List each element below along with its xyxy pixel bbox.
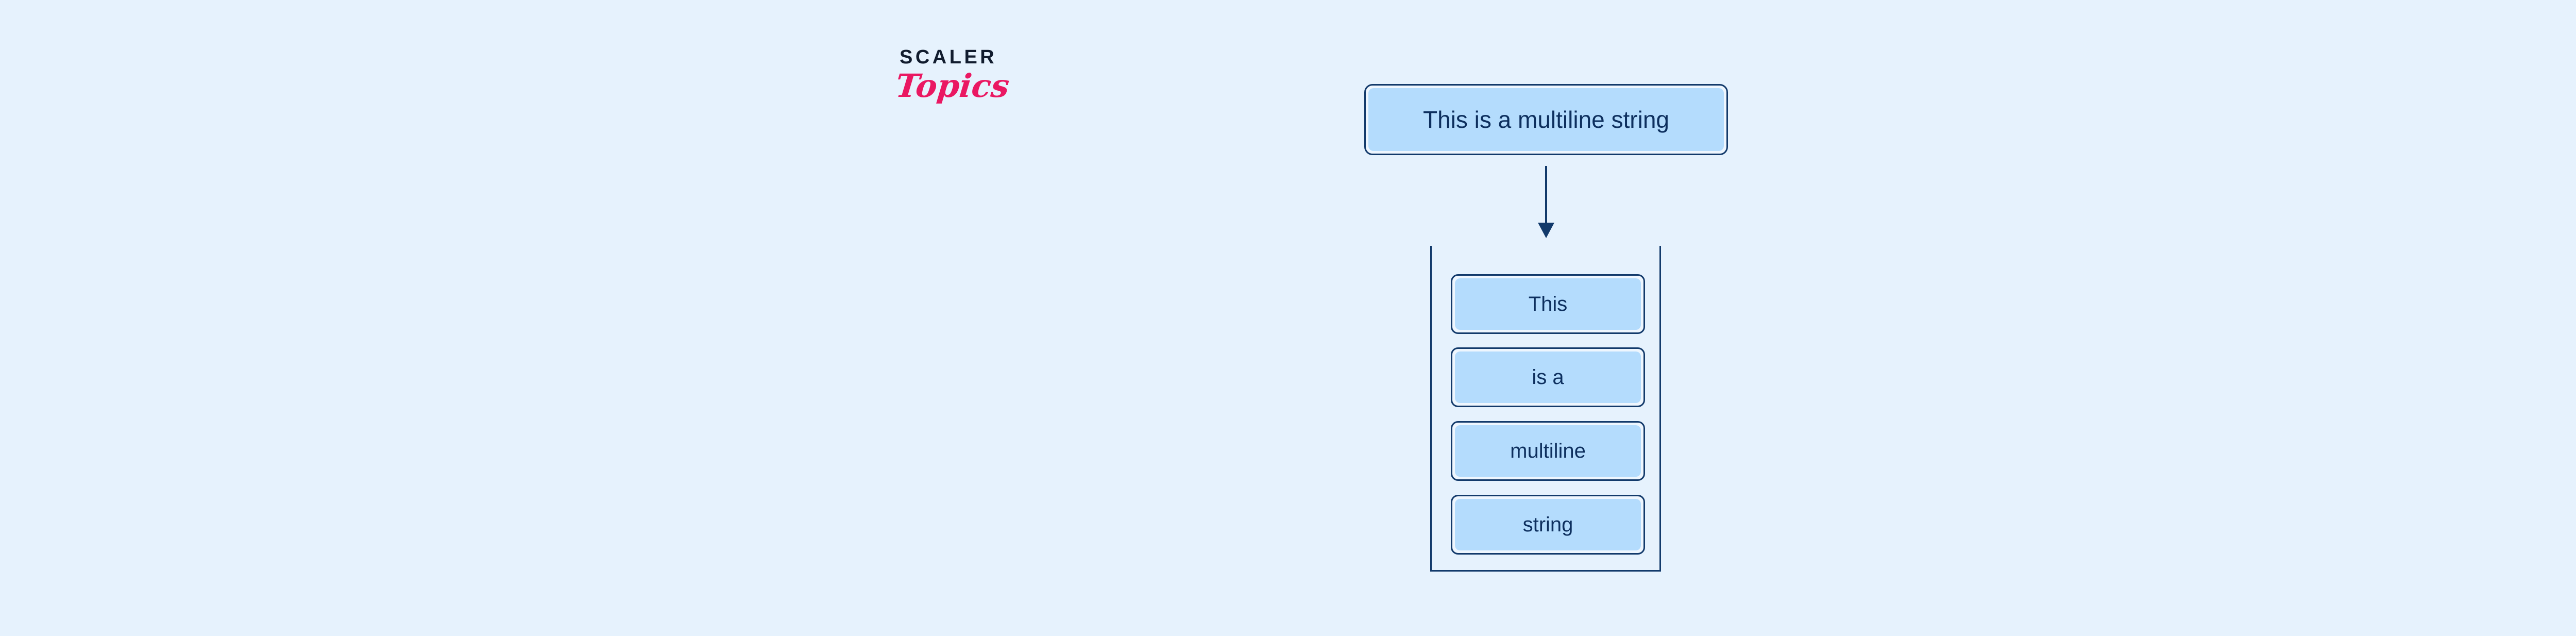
source-string-label: This is a multiline string [1422, 106, 1670, 133]
list-item: This [1451, 274, 1645, 334]
list-item-fill: is a [1455, 352, 1641, 403]
source-string-box: This is a multiline string [1364, 84, 1728, 155]
list-item-fill: string [1455, 499, 1641, 550]
down-arrow-icon [1538, 166, 1554, 238]
list-item-fill: This [1455, 278, 1641, 330]
result-list-container: This is a multiline string [1430, 246, 1661, 572]
list-item-label: is a [1532, 365, 1564, 389]
source-string-box-fill: This is a multiline string [1368, 88, 1724, 151]
logo-wordmark-topics: Topics [893, 67, 1011, 105]
list-item: multiline [1451, 421, 1645, 481]
arrow-head [1538, 223, 1554, 238]
list-item-fill: multiline [1455, 425, 1641, 477]
list-item-label: This [1528, 292, 1568, 315]
logo-wordmark-scaler: SCALER [900, 46, 997, 68]
list-item: is a [1451, 347, 1645, 407]
list-item: string [1451, 495, 1645, 555]
list-item-label: string [1522, 513, 1573, 536]
scaler-topics-logo: SCALER Topics [893, 46, 1021, 135]
list-item-label: multiline [1510, 439, 1586, 462]
